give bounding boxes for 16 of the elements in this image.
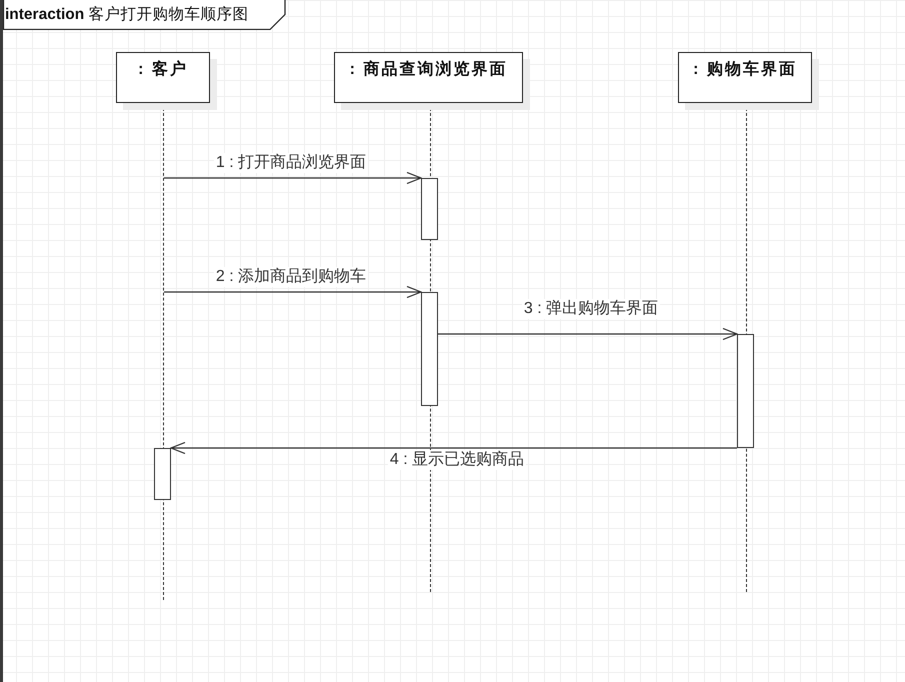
message-arrow <box>164 286 422 298</box>
lifeline-name: : 购物车界面 <box>693 61 797 79</box>
message-label: 4 : 显示已选购商品 <box>388 450 526 470</box>
message-label: 2 : 添加商品到购物车 <box>214 267 368 287</box>
message-arrow <box>164 172 422 184</box>
message-label: 3 : 弹出购物车界面 <box>522 299 660 319</box>
lifeline-name: : 商品查询浏览界面 <box>350 61 508 79</box>
activation-bar <box>154 448 171 500</box>
lifeline-name: : 客户 <box>138 61 188 79</box>
frame-title: interaction 客户打开购物车顺序图 <box>5 5 249 25</box>
activation-bar <box>421 292 438 406</box>
message-label: 1 : 打开商品浏览界面 <box>214 153 368 173</box>
message-arrow <box>170 442 737 454</box>
activation-bar <box>737 334 754 448</box>
activation-bar <box>421 178 438 240</box>
message-arrow <box>438 328 738 340</box>
